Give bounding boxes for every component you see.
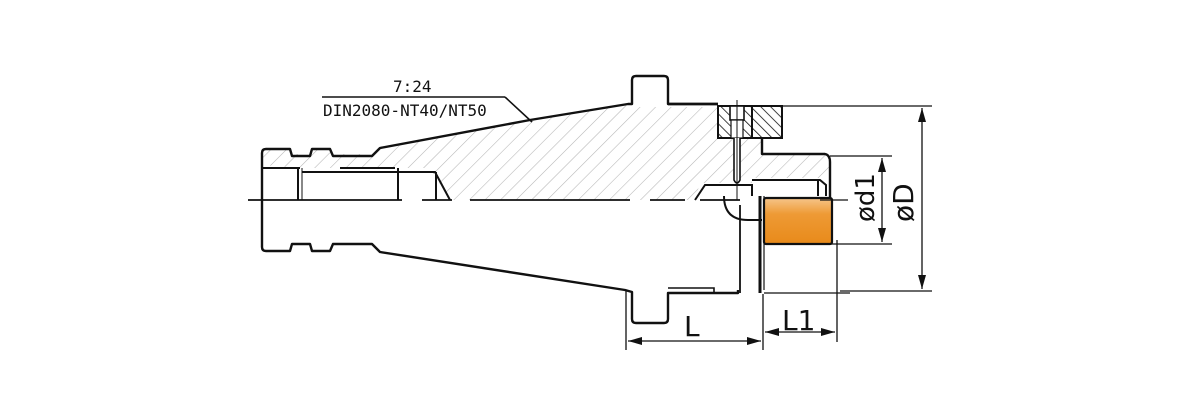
length-label: L xyxy=(684,310,700,343)
bore-length-label: L1 xyxy=(782,304,815,337)
inner-diameter-label: ød1 xyxy=(851,173,881,222)
inner-bore xyxy=(248,167,740,201)
outer-diameter-label: øD xyxy=(887,183,920,222)
diameter-dimensions xyxy=(820,108,932,292)
length-dimensions xyxy=(625,240,850,350)
collet-pocket xyxy=(668,179,827,293)
orange-insert xyxy=(762,196,834,246)
standard-label: DIN2080-NT40/NT50 xyxy=(323,101,487,120)
taper-annotation: 7:24 DIN2080-NT40/NT50 xyxy=(322,77,533,123)
body-outline xyxy=(260,74,832,325)
drive-key xyxy=(668,100,932,200)
body-section-hatch xyxy=(262,105,830,200)
taper-ratio-label: 7:24 xyxy=(393,77,432,96)
